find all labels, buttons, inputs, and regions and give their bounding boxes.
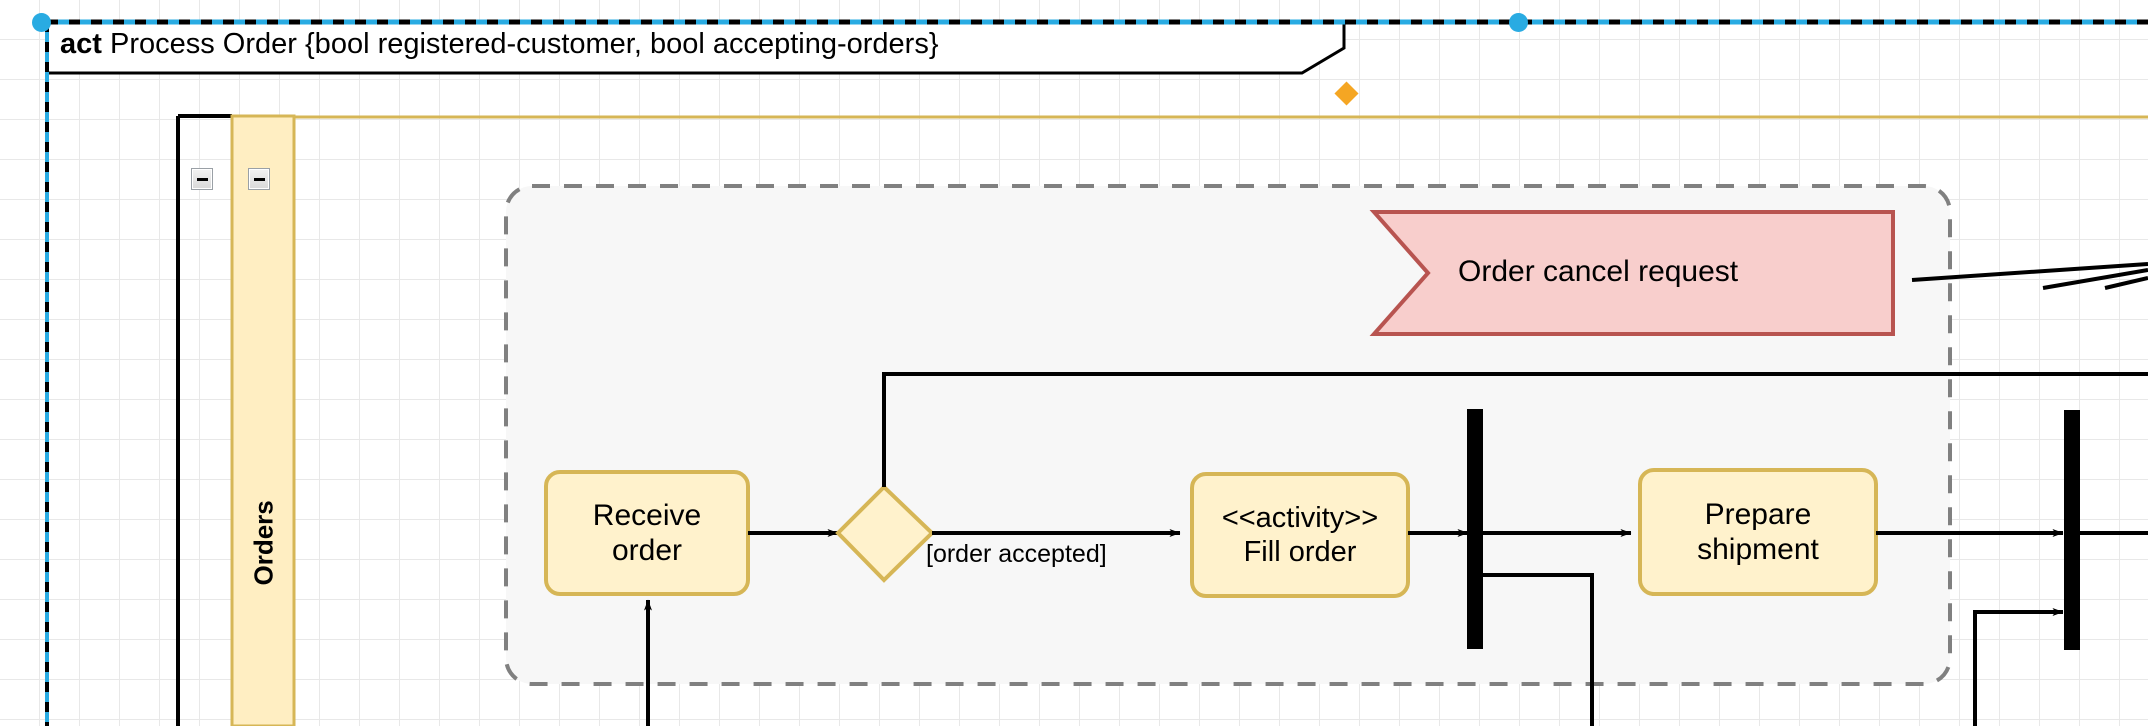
collapse-frame-button[interactable] (191, 168, 213, 190)
frame-title: act Process Order {bool registered-custo… (60, 28, 939, 61)
selection-handle-top-center[interactable] (1509, 13, 1528, 32)
edge-cancel-request-outgoing (1911, 262, 2148, 290)
signal-receipt-order-cancel-request[interactable] (1369, 210, 1895, 336)
frame-keyword: act (60, 28, 102, 60)
partition-label-orders: Orders (248, 500, 279, 586)
fork-bar-2[interactable] (2064, 410, 2080, 650)
collapse-partition-button[interactable] (248, 168, 270, 190)
partition-lane-band (230, 114, 296, 726)
selection-outline (45, 19, 2148, 726)
action-receive-order[interactable] (544, 470, 750, 596)
action-prepare-shipment[interactable] (1638, 468, 1878, 596)
selection-handle-top-left[interactable] (32, 13, 51, 32)
edge-decision-up-branch (882, 372, 2148, 487)
frame-name: Process Order (109, 28, 297, 60)
action-fill-order[interactable] (1190, 472, 1410, 598)
decision-node-order[interactable] (835, 484, 935, 583)
fork-bar-1[interactable] (1467, 409, 1483, 649)
guard-label-order-accepted: [order accepted] (926, 540, 1107, 568)
edge-fork1-lower-branch (1483, 573, 1594, 726)
frame-parameters: {bool registered-customer, bool acceptin… (305, 28, 939, 60)
partition-orders[interactable] (176, 114, 2148, 726)
signal-receipt-label: Order cancel request (1458, 255, 1739, 288)
edge-lower-to-fork2 (1973, 608, 2064, 726)
